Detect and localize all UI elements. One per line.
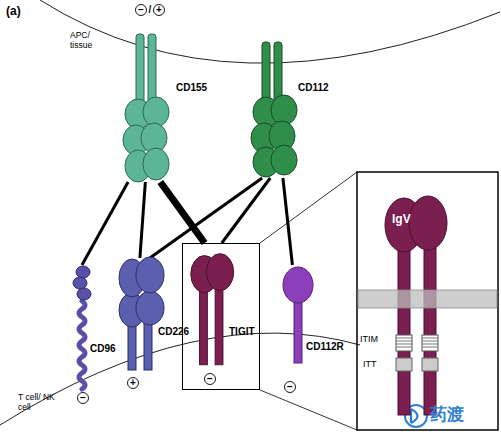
cd112-protein: CD112 [230,40,345,178]
protein-label: CD112 [298,82,329,94]
membrane-band [358,290,497,308]
cd112r-protein: CD112R [278,265,358,365]
sign-symbol: + [152,3,166,17]
panel-letter: (a) [6,4,21,18]
protein-shape [183,244,259,389]
membrane-label: T cell/ NK cell [18,392,63,412]
protein-shape [230,40,345,178]
binding-line [150,178,262,258]
protein-shape [112,258,202,370]
watermark: 药渡 [430,405,464,425]
watermark-icon [411,409,418,423]
tigit-box: TIGIT [182,243,260,390]
cd155-protein: CD155 [112,32,227,182]
protein-label: CD96 [90,343,116,355]
membrane-label: APC/ tissue [70,30,105,50]
tigit-igv-detail: IgV [380,195,455,420]
sign-symbol: − [203,372,217,386]
motif-label: ITT [363,359,377,370]
binding-line [283,178,293,265]
protein-label: CD155 [176,82,207,94]
protein-label: CD226 [158,326,189,338]
sign-symbol: − [76,391,90,405]
inset-frame [357,172,498,430]
protein-shape [112,32,227,182]
protein-label: CD112R [306,341,344,353]
binding-line [140,182,145,258]
zoom-line [260,390,357,430]
tcell-membrane [0,333,360,425]
sign-symbol: − [283,380,297,394]
protein-shape [380,195,455,420]
sign-symbol: / [143,3,157,17]
zoom-line [260,172,357,243]
protein-label: IgV [392,213,411,225]
sign-symbol: + [126,376,140,390]
binding-line [222,178,270,243]
motif-label: ITIM [360,334,378,345]
binding-line [160,182,204,243]
sign-symbol: − [134,3,148,17]
protein-label: TIGIT [229,326,255,338]
binding-line [82,182,128,265]
cd226-protein: CD226 [112,258,202,370]
